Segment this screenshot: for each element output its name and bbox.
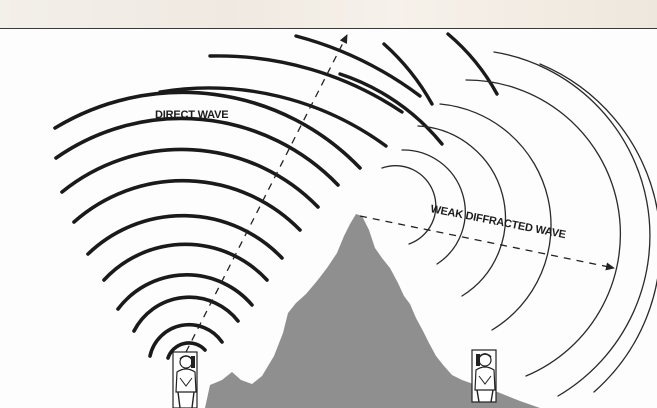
diffracted-wave-label: WEAK DIFFRACTED WAVE (429, 203, 566, 241)
transmitter-person-icon (173, 352, 197, 408)
receiver-person-icon (472, 350, 496, 402)
direct-wave-label: DIRECT WAVE (155, 109, 228, 121)
